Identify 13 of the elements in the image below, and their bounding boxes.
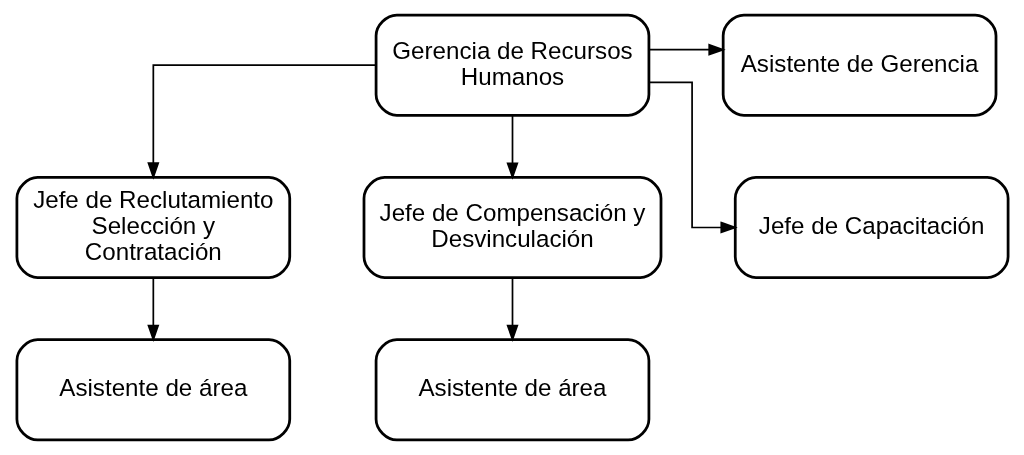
node-box: Jefe de Capacitación [733,176,1009,279]
node-box: Jefe de Compensación y Desvinculación [362,176,662,279]
node-box: Jefe de Reclutamiento Selección y Contratación [15,176,291,279]
node-box: Asistente de área [15,338,291,442]
node-box: Asistente de Gerencia [721,13,997,117]
node-box: Gerencia de Recursos Humanos [374,13,650,117]
arrow [647,43,726,56]
arrow [647,81,738,234]
arrow [146,277,159,342]
arrow [505,277,519,342]
node-box: Asistente de área [374,338,650,442]
arrow [505,114,519,180]
arrow [146,64,377,180]
